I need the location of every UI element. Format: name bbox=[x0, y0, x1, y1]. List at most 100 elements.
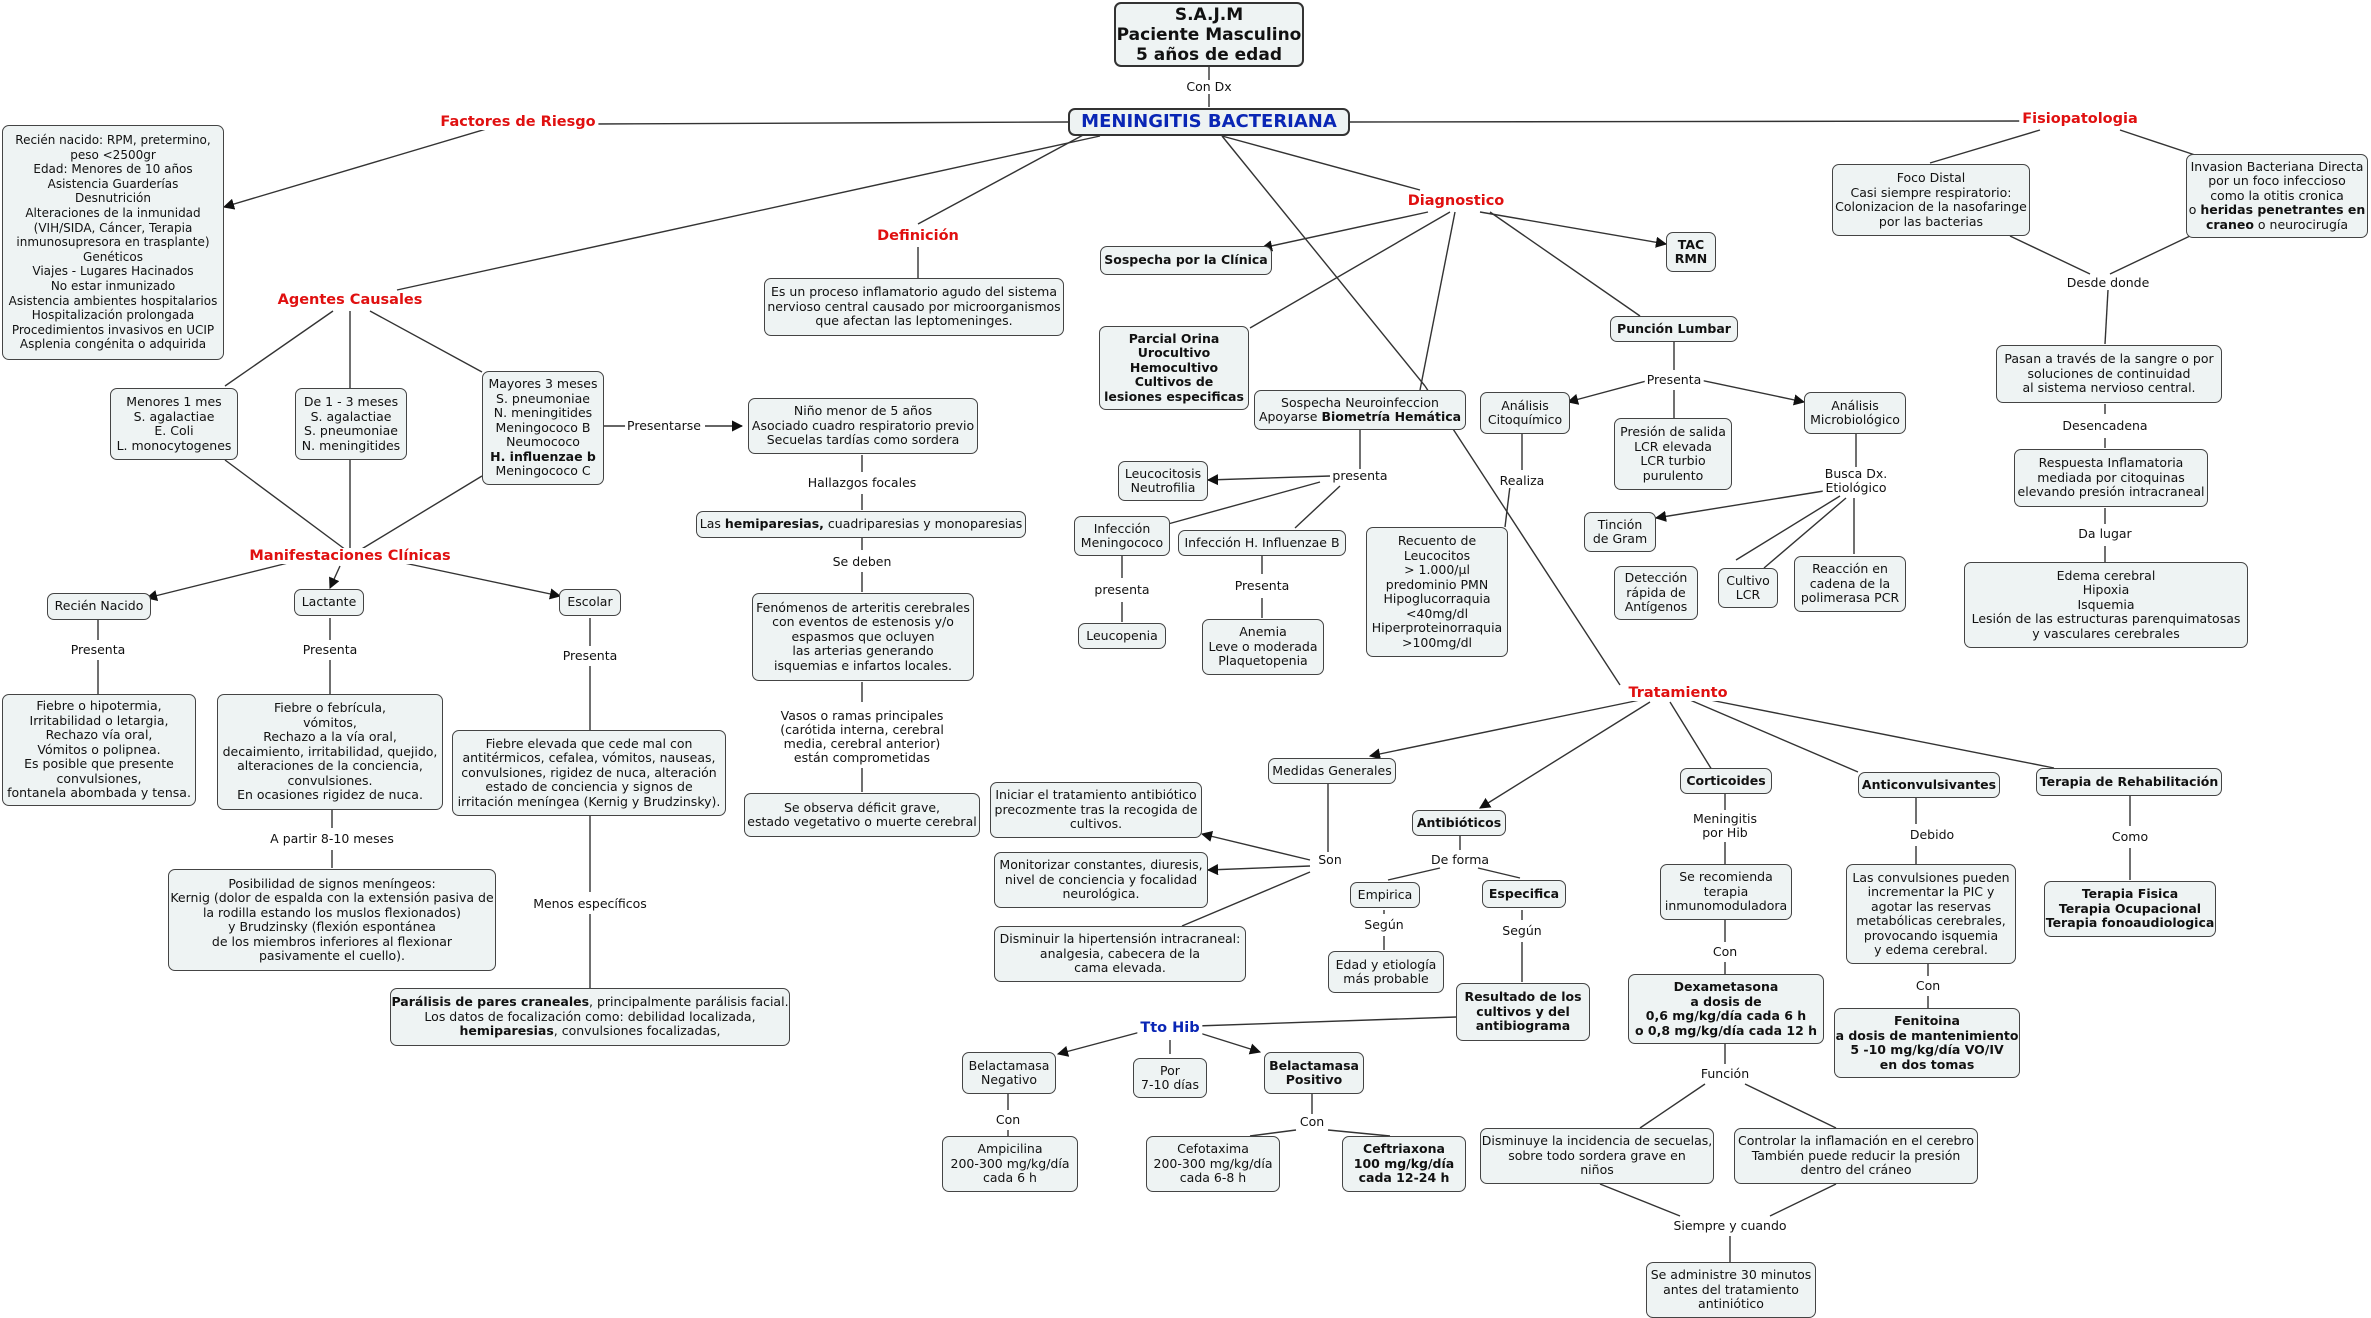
anemia-line: Anemia bbox=[1239, 624, 1287, 640]
resultado-line: Resultado de los bbox=[1464, 989, 1582, 1005]
fiebre-rn-line: Es posible que presente bbox=[24, 756, 174, 772]
reaccion-line: polimerasa PCR bbox=[1800, 590, 1900, 606]
fenitoina-line: Fenitoina bbox=[1894, 1013, 1960, 1028]
disminuir-hipertension-node[interactable]: Disminuir la hipertensión intracraneal:a… bbox=[994, 926, 1246, 982]
mayores3-line: Neumococo bbox=[506, 434, 580, 450]
deficit-grave-node[interactable]: Se observa déficit grave,estado vegetati… bbox=[744, 793, 980, 837]
corticoides-node[interactable]: Corticoides bbox=[1680, 768, 1772, 794]
especifica-node[interactable]: Especifica bbox=[1482, 880, 1566, 908]
tac-line: TAC bbox=[1677, 236, 1705, 252]
puncion-lumbar-node[interactable]: Punción Lumbar bbox=[1610, 316, 1738, 342]
convulsiones-line: agotar las reservas bbox=[1870, 898, 1991, 914]
factores-box-line: Desnutrición bbox=[75, 191, 151, 206]
parcial-line: Hemocultivo bbox=[1129, 359, 1219, 375]
leucopenia-line: Leucopenia bbox=[1086, 627, 1158, 643]
label-presenta-meningococo: presenta bbox=[1092, 582, 1152, 597]
anticonvulsivantes-node[interactable]: Anticonvulsivantes bbox=[1858, 772, 2000, 798]
leucopenia-node[interactable]: Leucopenia bbox=[1078, 623, 1166, 649]
convulsiones-line: incrementar la PIC y bbox=[1867, 884, 1995, 899]
ceftriaxona-line: 100 mg/kg/día bbox=[1353, 1155, 1455, 1171]
sospecha-clinica-node[interactable]: Sospecha por la Clínica bbox=[1100, 246, 1272, 275]
label-presenta-rn: Presenta bbox=[68, 642, 128, 657]
infeccion-hib-node[interactable]: Infección H. Influenzae B bbox=[1178, 530, 1346, 556]
convulsiones-line: metabólicas cerebrales, bbox=[1856, 913, 2006, 928]
fiebre-lactante-node[interactable]: Fiebre o febrícula,vómitos,Rechazo a la … bbox=[217, 694, 443, 810]
fiebre-rn-line: Vómitos o polipnea. bbox=[37, 741, 161, 757]
hemiparesias-node[interactable]: Las hemiparesias, cuadriparesias y monop… bbox=[696, 511, 1026, 538]
fiebre-esc-line: antitérmicos, cefalea, vómitos, nauseas, bbox=[462, 750, 716, 766]
fenomenos-line: las arterias generando bbox=[792, 643, 934, 659]
antibioticos-line: Antibióticos bbox=[1416, 814, 1502, 830]
edema-line: Isquemia bbox=[2077, 596, 2135, 612]
disminuye-secuelas-node[interactable]: Disminuye la incidencia de secuelas,sobr… bbox=[1480, 1128, 1714, 1184]
factores-box-line: Edad: Menores de 10 años bbox=[33, 162, 193, 177]
ampicilina-line: cada 6 h bbox=[983, 1170, 1037, 1186]
medidas-generales-node[interactable]: Medidas Generales bbox=[1268, 758, 1396, 784]
presion-line: LCR turbio bbox=[1640, 453, 1706, 468]
label-realiza: Realiza bbox=[1497, 473, 1547, 488]
se-recomienda-line: Se recomienda bbox=[1679, 869, 1773, 885]
lactante-node[interactable]: Lactante bbox=[294, 589, 364, 616]
terapia-rehabilitacion-node[interactable]: Terapia de Rehabilitación bbox=[2036, 768, 2222, 796]
signos-meningeos-node[interactable]: Posibilidad de signos meníngeos:Kernig (… bbox=[168, 869, 496, 971]
meningitis-bacteriana-node[interactable]: MENINGITIS BACTERIANA bbox=[1068, 108, 1350, 136]
paralisis-pares-node[interactable]: Parálisis de pares craneales, principalm… bbox=[390, 988, 790, 1046]
label-meningitis-hib: Meningitis por Hib bbox=[1690, 812, 1760, 840]
definicion-node[interactable]: Es un proceso inflamatorio agudo del sis… bbox=[764, 278, 1064, 336]
empirica-node[interactable]: Empirica bbox=[1350, 882, 1420, 908]
antibioticos-node[interactable]: Antibióticos bbox=[1412, 810, 1506, 836]
paralisis-line: hemiparesias, convulsiones focalizadas, bbox=[459, 1023, 721, 1039]
escolar-node[interactable]: Escolar bbox=[559, 589, 621, 616]
factores-riesgo-node[interactable]: Recién nacido: RPM, pretermino,peso <250… bbox=[2, 125, 224, 360]
recien-line: Recién Nacido bbox=[54, 598, 144, 614]
label-funcion: Función bbox=[1698, 1066, 1752, 1081]
factores-box-line: Asistencia ambientes hospitalarios bbox=[8, 293, 218, 308]
recien-nacido-node[interactable]: Recién Nacido bbox=[47, 593, 151, 620]
monitorizar-constantes-node[interactable]: Monitorizar constantes, diuresis,nivel d… bbox=[994, 852, 1208, 908]
fiebre-recien-nacido-node[interactable]: Fiebre o hipotermia,Irritabilidad o leta… bbox=[2, 694, 196, 806]
label-hallazgos: Hallazgos focales bbox=[805, 475, 919, 490]
